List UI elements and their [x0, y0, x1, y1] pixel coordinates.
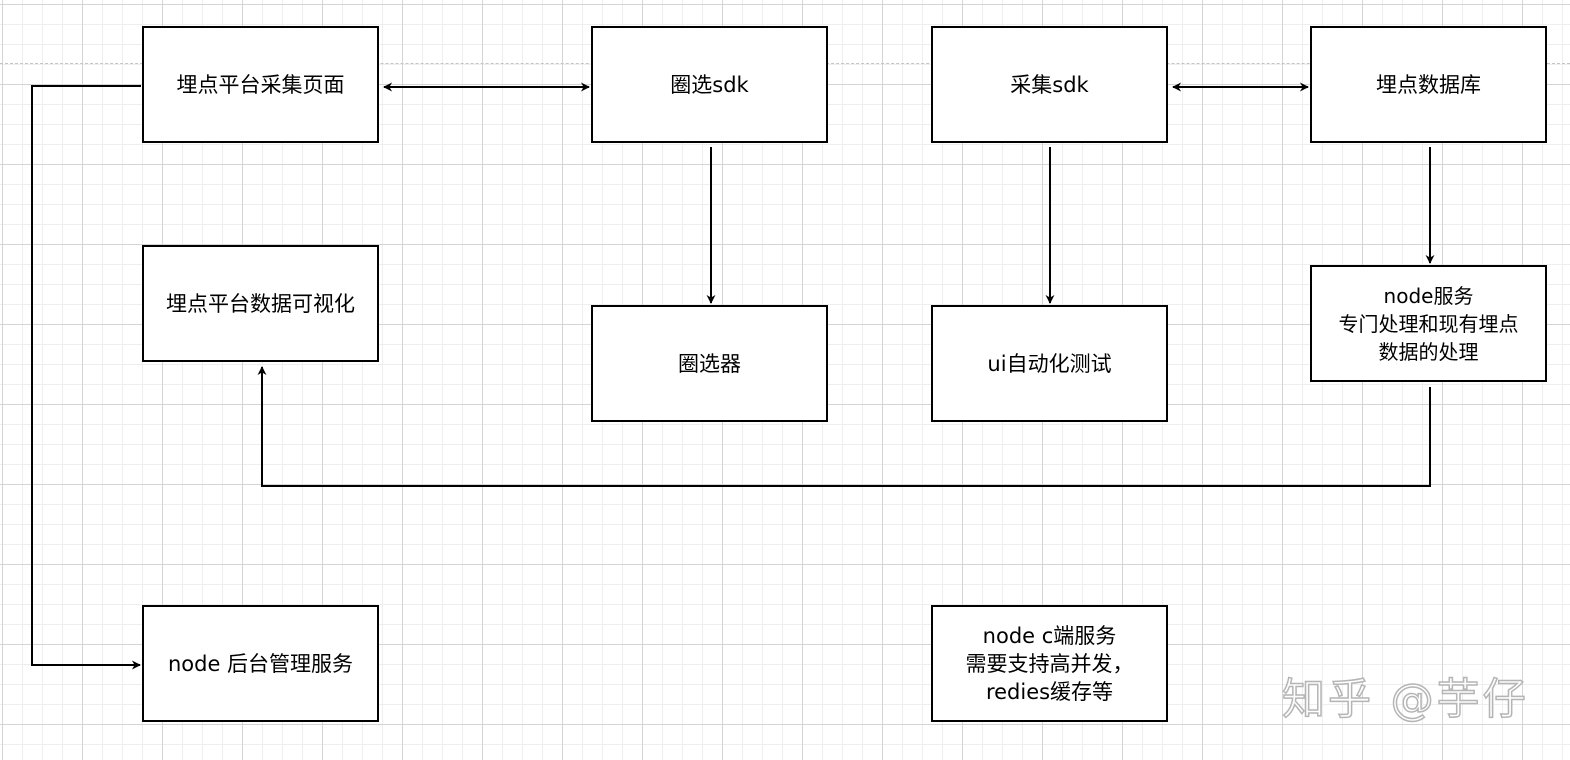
node-ui-automation-test[interactable]: ui自动化测试 [931, 305, 1168, 422]
node-collection-sdk[interactable]: 采集sdk [931, 26, 1168, 143]
watermark-text: 知乎 @芋仔 [1281, 674, 1529, 726]
node-circle-selector[interactable]: 圈选器 [591, 305, 828, 422]
node-collection-page[interactable]: 埋点平台采集页面 [142, 26, 379, 143]
node-client-service[interactable]: node c端服务 需要支持高并发， redies缓存等 [931, 605, 1168, 722]
node-processing-service[interactable]: node服务 专门处理和现有埋点 数据的处理 [1310, 265, 1547, 382]
node-admin-service[interactable]: node 后台管理服务 [142, 605, 379, 722]
node-circle-select-sdk[interactable]: 圈选sdk [591, 26, 828, 143]
edge-collection-page-to-admin-service [31, 85, 141, 670]
edge-node-service-to-visualization [257, 366, 1431, 487]
node-data-visualization[interactable]: 埋点平台数据可视化 [142, 245, 379, 362]
node-tracking-database[interactable]: 埋点数据库 [1310, 26, 1547, 143]
